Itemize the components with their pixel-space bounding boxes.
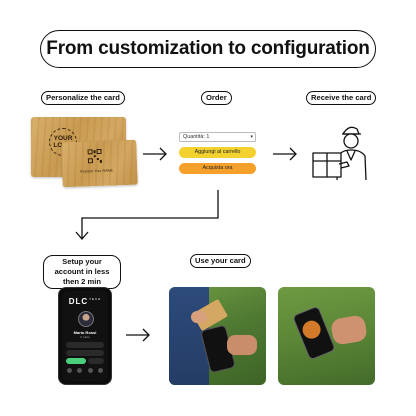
contact-row[interactable] bbox=[66, 342, 104, 348]
profile-role: Il ruolo bbox=[80, 335, 90, 339]
arrow-right-icon bbox=[273, 147, 297, 161]
step-label-setup: Setup your account in less then 2 min bbox=[43, 255, 121, 289]
arrow-right-icon bbox=[143, 147, 167, 161]
photo-phone-profile bbox=[278, 287, 375, 385]
photo-tap-card-on-phone bbox=[169, 287, 266, 385]
page-title: From customization to configuration bbox=[40, 30, 376, 68]
arrow-down-connector-icon bbox=[75, 190, 219, 240]
save-contact-button[interactable] bbox=[66, 358, 86, 364]
step-label-personalize: Personalize the card bbox=[41, 91, 125, 105]
phone-brand-logo: DLCTECH bbox=[68, 297, 102, 306]
add-to-cart-button[interactable]: Aggiungi al carrello bbox=[179, 147, 256, 158]
chevron-down-icon: ▾ bbox=[250, 134, 253, 140]
card-back-text: Replace Your NAME bbox=[80, 168, 114, 174]
smartphone: DLCTECH Mario Rossi Il ruolo bbox=[58, 287, 112, 385]
phone-screen: DLCTECH Mario Rossi Il ruolo bbox=[62, 291, 108, 381]
step-label-receive: Receive the card bbox=[306, 91, 377, 105]
step-label-use: Use your card bbox=[190, 254, 251, 268]
share-button[interactable] bbox=[88, 358, 104, 364]
delivery-person-icon bbox=[312, 126, 367, 181]
step-label-order: Order bbox=[201, 91, 232, 105]
social-icons-row bbox=[67, 368, 103, 373]
quantity-select[interactable]: Quantità: 1 ▾ bbox=[179, 132, 256, 142]
qr-code-icon bbox=[87, 148, 102, 164]
profile-name: Mario Rossi bbox=[73, 330, 97, 335]
wooden-card-back: Replace Your NAME bbox=[61, 139, 138, 188]
contact-row[interactable] bbox=[66, 350, 104, 356]
quantity-value: Quantità: 1 bbox=[183, 134, 210, 140]
buy-now-button[interactable]: Acquista ora bbox=[179, 163, 256, 174]
arrow-right-icon bbox=[126, 328, 150, 342]
profile-avatar bbox=[78, 311, 94, 327]
